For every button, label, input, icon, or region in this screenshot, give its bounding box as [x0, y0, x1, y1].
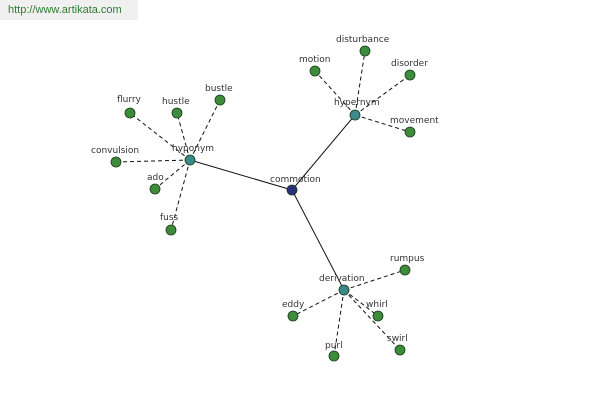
- leaf-label-fuss: fuss: [160, 213, 179, 223]
- edge-derivation-bottom-rumpus: [343, 269, 406, 291]
- leaf-node-ado[interactable]: [149, 183, 161, 195]
- leaf-node-disorder[interactable]: [404, 69, 416, 81]
- leaf-node-rumpus[interactable]: [399, 264, 411, 276]
- leaf-label-disturbance: disturbance: [336, 35, 390, 45]
- leaf-node-eddy[interactable]: [287, 310, 299, 322]
- edge-derivation-bottom: [291, 189, 345, 291]
- leaf-node-motion[interactable]: [309, 65, 321, 77]
- hub-node-hyponym-left[interactable]: [184, 154, 196, 166]
- labels-layer: commotion hypernym disturbance motion disord…: [91, 35, 439, 351]
- leaf-label-purl: purl: [325, 341, 343, 351]
- leaf-node-whirl[interactable]: [372, 310, 384, 322]
- edge-hypernym-right-motion: [314, 70, 356, 116]
- leaf-label-swirl: swirl: [387, 334, 408, 344]
- leaf-label-rumpus: rumpus: [390, 254, 425, 264]
- watermark-banner: http://www.artikata.com: [0, 0, 138, 20]
- leaf-label-disorder: disorder: [391, 59, 428, 69]
- leaf-label-eddy: eddy: [282, 300, 305, 310]
- leaf-label-ado: ado: [147, 173, 164, 183]
- edge-hypernym-right: [291, 114, 356, 191]
- edge-hypernym-right-movement: [354, 114, 411, 133]
- hub-label-derivation-bottom: derivation: [319, 274, 365, 284]
- leaf-node-movement[interactable]: [404, 126, 416, 138]
- edge-hyponym-left-flurry: [129, 112, 191, 161]
- leaf-label-convulsion: convulsion: [91, 146, 139, 156]
- edge-derivation-bottom-eddy: [292, 289, 345, 317]
- edge-hyponym-left-convulsion: [115, 159, 191, 163]
- leaf-node-purl[interactable]: [328, 350, 340, 362]
- leaf-node-flurry[interactable]: [124, 107, 136, 119]
- edge-hyponym-left: [189, 159, 293, 191]
- hub-node-derivation-bottom[interactable]: [338, 284, 350, 296]
- hub-label-hyponym-left: hyponym: [172, 144, 214, 154]
- leaf-node-convulsion[interactable]: [110, 156, 122, 168]
- leaf-label-bustle: bustle: [205, 84, 233, 94]
- leaf-node-disturbance[interactable]: [359, 45, 371, 57]
- watermark-link[interactable]: http://www.artikata.com: [8, 4, 122, 16]
- leaf-label-hustle: hustle: [162, 97, 190, 107]
- edge-hypernym-right-disorder: [354, 74, 411, 116]
- center-label: commotion: [270, 175, 321, 185]
- leaf-node-hustle[interactable]: [171, 107, 183, 119]
- leaf-label-whirl: whirl: [366, 300, 388, 310]
- leaf-node-swirl[interactable]: [394, 344, 406, 356]
- edge-hyponym-left-ado: [154, 159, 191, 190]
- edge-hyponym-left-hustle: [176, 112, 191, 161]
- edge-derivation-bottom-whirl: [343, 289, 379, 317]
- leaf-node-fuss[interactable]: [165, 224, 177, 236]
- nodes-layer: [110, 45, 416, 362]
- edges-layer: [115, 50, 411, 357]
- edge-hyponym-left-fuss: [170, 159, 191, 231]
- hub-label-hypernym-right: hypernym: [334, 98, 380, 108]
- leaf-label-motion: motion: [299, 55, 331, 65]
- leaf-node-bustle[interactable]: [214, 94, 226, 106]
- center-node-commotion[interactable]: [286, 184, 298, 196]
- hub-node-hypernym-right[interactable]: [349, 109, 361, 121]
- leaf-label-flurry: flurry: [117, 95, 142, 105]
- edge-hypernym-right-disturbance: [354, 50, 366, 116]
- leaf-label-movement: movement: [390, 116, 439, 126]
